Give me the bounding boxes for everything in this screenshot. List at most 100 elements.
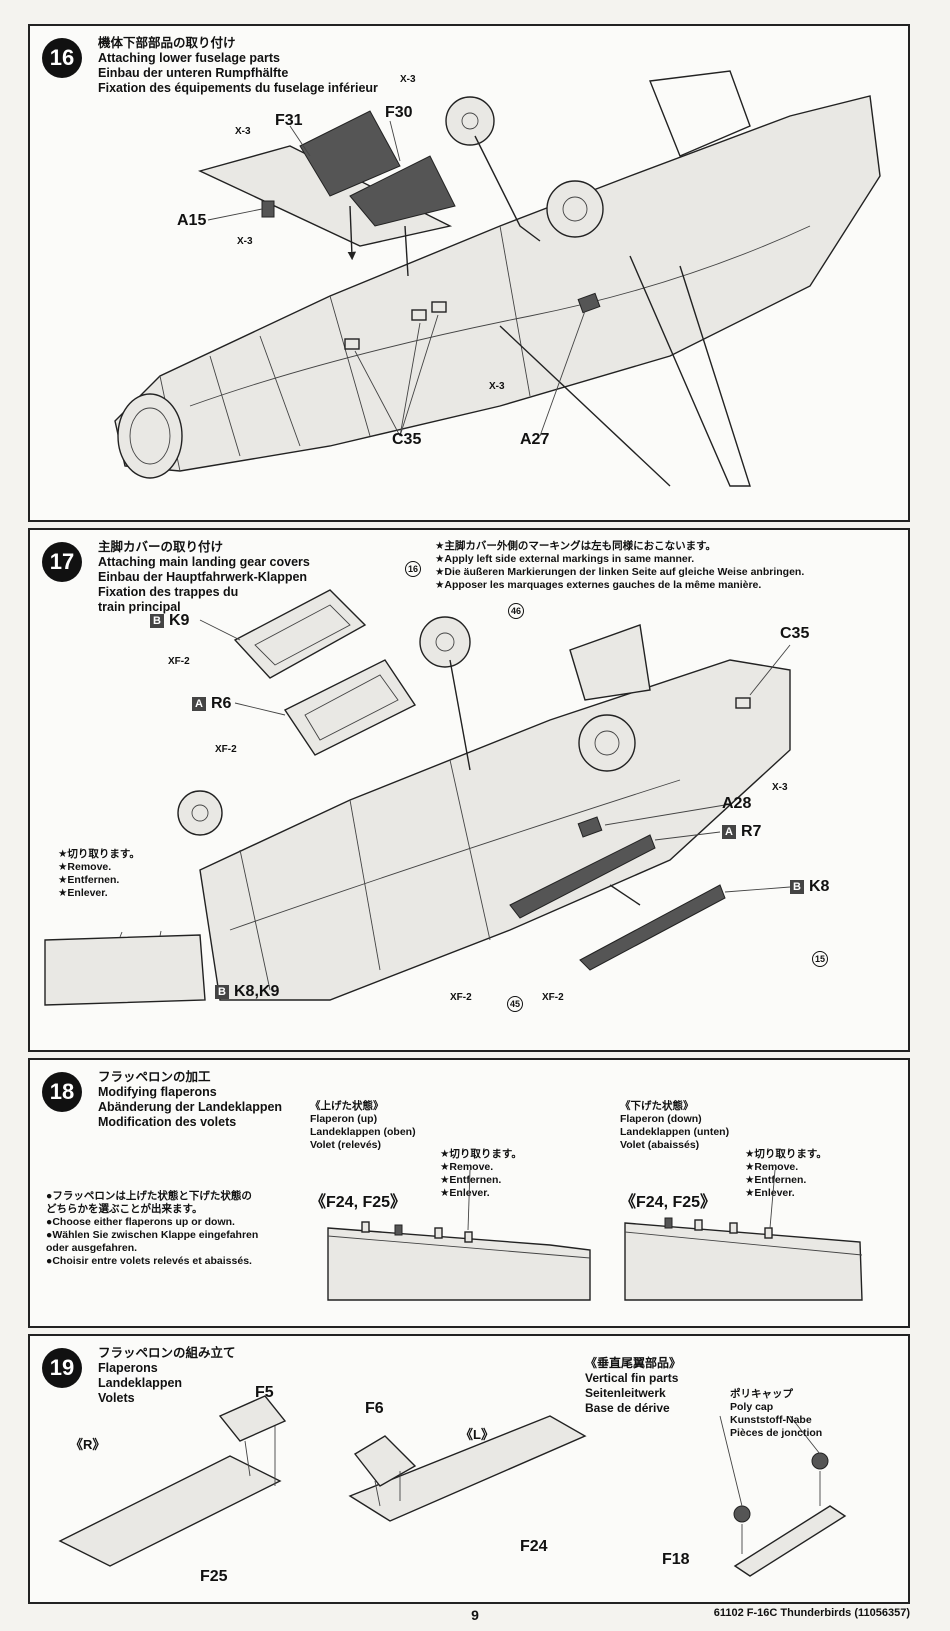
product-code: 61102 F-16C Thunderbirds (11056357) [713, 1607, 910, 1619]
x3-label: X-3 [772, 782, 788, 793]
ref-16-bubble: 16 [405, 561, 421, 577]
note-fr: ★Apposer les marquages externes gauches … [435, 579, 762, 591]
polycap-fr: Pièces de jonction [730, 1427, 823, 1439]
step-17-note: ★主脚カバー外側のマーキングは左も同様におこないます。 ★Apply left … [435, 540, 804, 592]
step-19-badge: 19 [42, 1348, 82, 1388]
step-18-flaperon-drawing [327, 1169, 863, 1301]
flaperon-down-parts: 《F24, F25》 [620, 1194, 717, 1211]
ref-46-bubble: 46 [508, 603, 524, 619]
ref-45-bubble: 45 [507, 996, 523, 1012]
note-en: ●Choose either flaperons up or down. [46, 1216, 235, 1228]
part-label-k9: B K9 [150, 612, 189, 630]
ref-step-16: 16 [405, 560, 421, 577]
up-remove-note: ★切り取ります。 ★Remove. ★Entfernen. ★Enlever. [440, 1148, 522, 1200]
part-label-c35: C35 [780, 625, 810, 642]
down-fr: Volet (abaissés) [620, 1139, 700, 1151]
step-16-fuselage-drawing [114, 70, 881, 487]
k8-text: K8 [809, 878, 830, 895]
step-17-remove-note: ★切り取ります。 ★Remove. ★Entfernen. ★Enlever. [58, 848, 140, 900]
remove-fr: ★Enlever. [58, 887, 108, 899]
part-label-f5: F5 [255, 1384, 274, 1401]
runner-a-box: A [722, 825, 736, 839]
ref-step-46: 46 [508, 602, 524, 619]
part-label-a15: A15 [177, 212, 207, 229]
fin-en: Vertical fin parts [585, 1371, 679, 1385]
k8k9-text: K8,K9 [234, 983, 280, 1000]
title-fr: Fixation des équipements du fuselage inf… [98, 81, 378, 95]
remove-en: ★Remove. [440, 1161, 494, 1173]
note-jp: ★主脚カバー外側のマーキングは左も同様におこないます。 [435, 540, 717, 552]
note-fr: ●Choisir entre volets relevés et abaissé… [46, 1255, 252, 1267]
r6-text: R6 [211, 695, 232, 712]
part-label-r6: A R6 [192, 695, 231, 713]
title-jp: 主脚カバーの取り付け [98, 540, 224, 554]
title-jp: フラッペロンの加工 [98, 1070, 211, 1084]
xf2-label-c: XF-2 [450, 992, 472, 1003]
x3-label-d: X-3 [489, 381, 505, 392]
runner-a-box: A [192, 697, 206, 711]
step-19-title: フラッペロンの組み立て Flaperons Landeklappen Volet… [98, 1346, 236, 1406]
title-de: Einbau der unteren Rumpfhälfte [98, 66, 289, 80]
part-label-f30: F30 [385, 104, 413, 121]
part-label-k8: B K8 [790, 878, 829, 896]
title-fr: Modification des volets [98, 1115, 237, 1129]
step-19-panel: 19 フラッペロンの組み立て Flaperons Landeklappen Vo… [28, 1334, 910, 1604]
title-en: Attaching main landing gear covers [98, 555, 310, 569]
ref-15-bubble: 15 [812, 951, 828, 967]
step-18-title: フラッペロンの加工 Modifying flaperons Abänderung… [98, 1070, 282, 1130]
title-en: Attaching lower fuselage parts [98, 51, 280, 65]
part-label-f18: F18 [662, 1551, 690, 1568]
step-16-title: 機体下部部品の取り付け Attaching lower fuselage par… [98, 36, 378, 96]
note-jp: ●フラッペロンは上げた状態と下げた状態のどちらかを選ぶことが出来ます。 [46, 1190, 252, 1215]
x3-label-b: X-3 [235, 126, 251, 137]
part-label-f25: F25 [200, 1568, 228, 1585]
title-fr: Volets [98, 1391, 135, 1405]
k9-text: K9 [169, 612, 190, 629]
xf2-label-d: XF-2 [542, 992, 564, 1003]
note-de: ●Wählen Sie zwischen Klappe eingefahren … [46, 1229, 259, 1254]
title-en: Modifying flaperons [98, 1085, 217, 1099]
title-en: Flaperons [98, 1361, 158, 1375]
fin-fr: Base de dérive [585, 1401, 670, 1415]
remove-fr: ★Enlever. [440, 1187, 490, 1199]
flaperon-up-parts: 《F24, F25》 [310, 1194, 407, 1211]
up-jp: 《上げた状態》 [310, 1100, 384, 1112]
note-en: ★Apply left side external markings in sa… [435, 553, 695, 565]
step-18-panel: 18 フラッペロンの加工 Modifying flaperons Abänder… [28, 1058, 910, 1328]
title-de: Abänderung der Landeklappen [98, 1100, 283, 1114]
title-de: Einbau der Hauptfahrwerk-Klappen [98, 570, 308, 584]
x3-label-c: X-3 [237, 236, 253, 247]
down-en: Flaperon (down) [620, 1113, 702, 1125]
remove-de: ★Entfernen. [58, 874, 120, 886]
remove-de: ★Entfernen. [745, 1174, 807, 1186]
part-label-r7: A R7 [722, 823, 761, 841]
remove-jp: ★切り取ります。 [58, 848, 140, 860]
ref-step-45: 45 [507, 995, 523, 1012]
ref-step-15: 15 [812, 950, 828, 967]
polycap-de: Kunststoff-Nabe [730, 1414, 812, 1426]
part-label-c35: C35 [392, 431, 422, 448]
up-fr: Volet (relevés) [310, 1139, 382, 1151]
up-en: Flaperon (up) [310, 1113, 378, 1125]
step-16-badge: 16 [42, 38, 82, 78]
right-side-label: 《R》 [70, 1437, 106, 1452]
step-17-badge: 17 [42, 542, 82, 582]
title-jp: 機体下部部品の取り付け [98, 36, 236, 50]
step-18-badge: 18 [42, 1072, 82, 1112]
xf2-label-b: XF-2 [215, 744, 237, 755]
runner-b-box: B [790, 880, 804, 894]
part-label-a27: A27 [520, 431, 550, 448]
r7-text: R7 [741, 823, 762, 840]
part-label-a28: A28 [722, 795, 752, 812]
step-16-panel: 16 機体下部部品の取り付け Attaching lower fuselage … [28, 24, 910, 522]
remove-fr: ★Enlever. [745, 1187, 795, 1199]
polycap-caption: ポリキャップ Poly cap Kunststoff-Nabe Pièces d… [730, 1388, 822, 1440]
left-side-label: 《L》 [460, 1427, 494, 1442]
runner-b-box: B [150, 614, 164, 628]
part-label-k8k9: B K8,K9 [215, 983, 279, 1001]
flaperon-down-caption: 《下げた状態》 Flaperon (down) Landeklappen (un… [620, 1100, 729, 1152]
note-de: ★Die äußeren Markierungen der linken Sei… [435, 566, 805, 578]
runner-b-box: B [215, 985, 229, 999]
step-17-title: 主脚カバーの取り付け Attaching main landing gear c… [98, 540, 310, 615]
fin-parts-caption: 《垂直尾翼部品》 Vertical fin parts Seitenleitwe… [585, 1356, 681, 1416]
